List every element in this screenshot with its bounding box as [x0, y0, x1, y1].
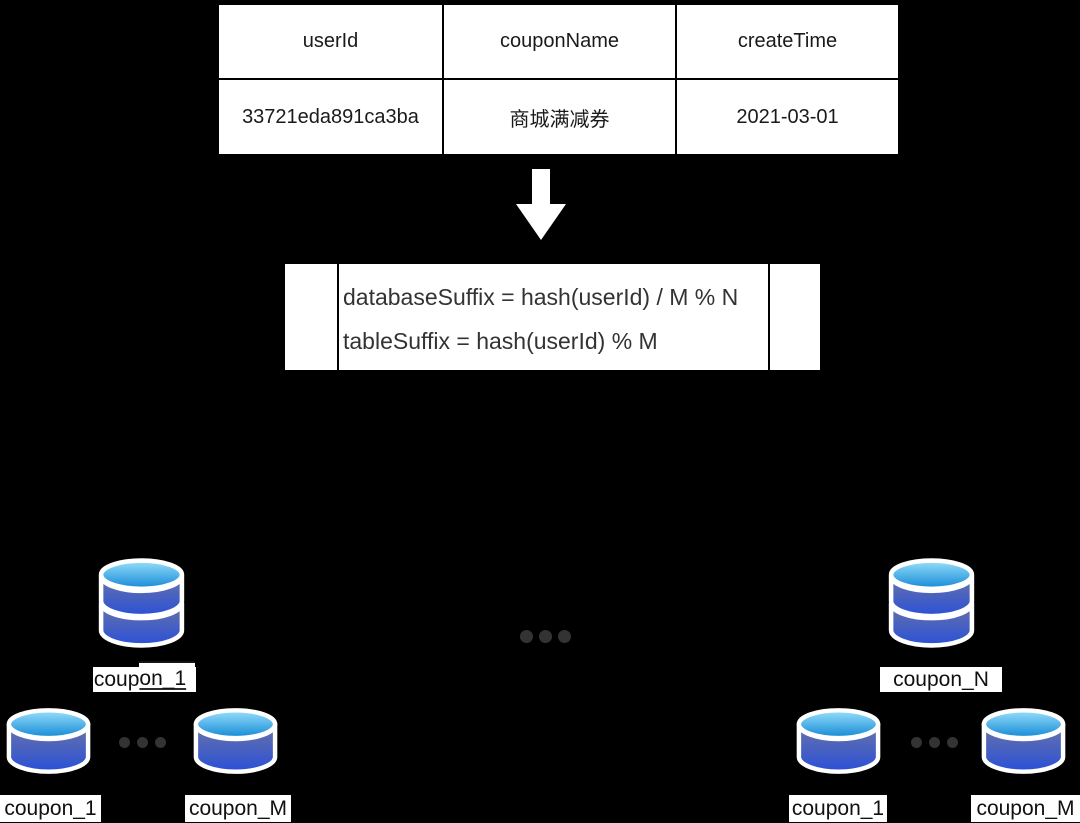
ellipsis-dots-icon	[119, 737, 166, 748]
right-tableM-label: coupon_M	[971, 795, 1080, 822]
formula-lines: databaseSuffix = hash(userId) / M % N ta…	[343, 275, 763, 363]
header-userid: userId	[217, 3, 444, 80]
header-createtime: createTime	[675, 3, 900, 80]
left-database-label-part1: coup	[93, 667, 140, 691]
left-tableM-label: coupon_M	[185, 795, 291, 822]
table-shard-icon	[981, 708, 1066, 774]
left-table1-label: coupon_1	[0, 795, 101, 822]
database-icon	[98, 558, 185, 648]
table-shard-icon	[796, 708, 881, 774]
formula-box-right-divider	[768, 264, 770, 370]
table-shard-icon	[6, 708, 91, 774]
database-suffix-formula: databaseSuffix = hash(userId) / M % N	[343, 284, 739, 310]
table-shard-icon	[193, 708, 278, 774]
right-table1-label: coupon_1	[789, 795, 887, 822]
coupon-record-table: userId couponName createTime 33721eda891…	[217, 3, 900, 156]
ellipsis-dots-icon	[911, 737, 958, 748]
cell-createtime: 2021-03-01	[675, 78, 900, 156]
cell-userid: 33721eda891ca3ba	[217, 78, 444, 156]
table-header-row: userId couponName createTime	[217, 3, 900, 80]
right-database-label: coupon_N	[880, 667, 1002, 692]
formula-box-left-divider	[337, 264, 339, 370]
cell-couponname: 商城满减券	[442, 78, 677, 156]
database-icon	[888, 558, 975, 648]
ellipsis-dots-icon	[520, 630, 571, 643]
table-value-row: 33721eda891ca3ba 商城满减券 2021-03-01	[217, 78, 900, 156]
hash-formula-box: databaseSuffix = hash(userId) / M % N ta…	[283, 262, 822, 372]
table-suffix-formula: tableSuffix = hash(userId) % M	[343, 328, 658, 354]
left-database-label-part2: on_1	[139, 661, 196, 691]
down-arrow-icon	[516, 169, 566, 240]
header-couponname: couponName	[442, 3, 677, 80]
